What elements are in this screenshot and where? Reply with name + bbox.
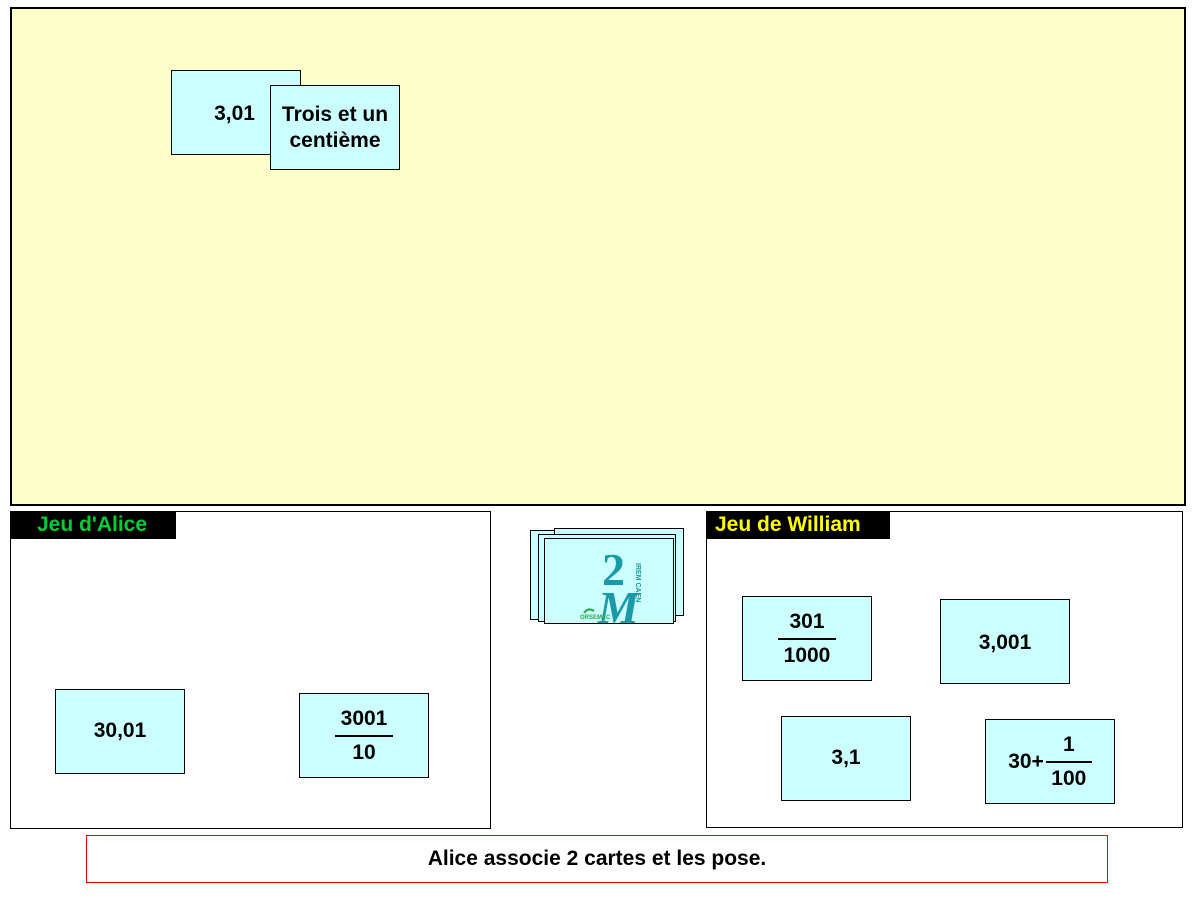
mixed-whole: 30+: [1008, 749, 1044, 773]
card-trois-et-un-centieme[interactable]: Trois et un centième: [270, 85, 400, 170]
fraction-numerator: 3001: [335, 706, 393, 737]
card-301-over-1000[interactable]: 301 1000: [742, 596, 872, 681]
fraction: 1 100: [1045, 732, 1092, 790]
william-zone-label: Jeu de William: [707, 512, 890, 539]
status-message: Alice associe 2 cartes et les pose.: [86, 835, 1108, 883]
fraction: 3001 10: [335, 706, 393, 764]
card-value: Trois et un centième: [281, 103, 389, 152]
logo-side-text: IREM CAEN: [634, 563, 641, 602]
card-value: 3,01: [214, 102, 255, 125]
fraction: 301 1000: [778, 609, 836, 667]
deck-card-top: 2 M IREM CAEN ORSEMEC: [544, 538, 674, 633]
fraction-denominator: 1000: [783, 643, 831, 667]
logo-letter: M: [597, 582, 641, 627]
logo-small-text: ORSEMEC: [580, 615, 611, 621]
fraction-numerator: 1: [1045, 732, 1092, 763]
draw-pile[interactable]: 2 M IREM CAEN ORSEMEC: [530, 528, 690, 633]
alice-zone-label: Jeu d'Alice: [11, 512, 176, 539]
card-value: 3,001: [978, 631, 1032, 654]
fraction-denominator: 100: [1051, 766, 1087, 790]
card-3001-over-10[interactable]: 3001 10: [299, 693, 429, 778]
irem-logo: 2 M IREM CAEN ORSEMEC: [578, 544, 641, 633]
fraction-numerator: 301: [778, 609, 836, 640]
alice-hand-zone: Jeu d'Alice: [10, 511, 491, 829]
status-message-text: Alice associe 2 cartes et les pose.: [427, 847, 767, 870]
fraction-denominator: 10: [352, 740, 376, 764]
card-3-1[interactable]: 3,1: [781, 716, 911, 801]
mixed-expression: 30+ 1 100: [1008, 732, 1092, 790]
logo-digit: 2: [602, 545, 625, 595]
card-3-001[interactable]: 3,001: [940, 599, 1070, 684]
card-value: 3,1: [831, 746, 861, 769]
card-30-01[interactable]: 30,01: [55, 689, 185, 774]
card-value: 30,01: [93, 719, 147, 742]
card-30-plus-1-over-100[interactable]: 30+ 1 100: [985, 719, 1115, 804]
